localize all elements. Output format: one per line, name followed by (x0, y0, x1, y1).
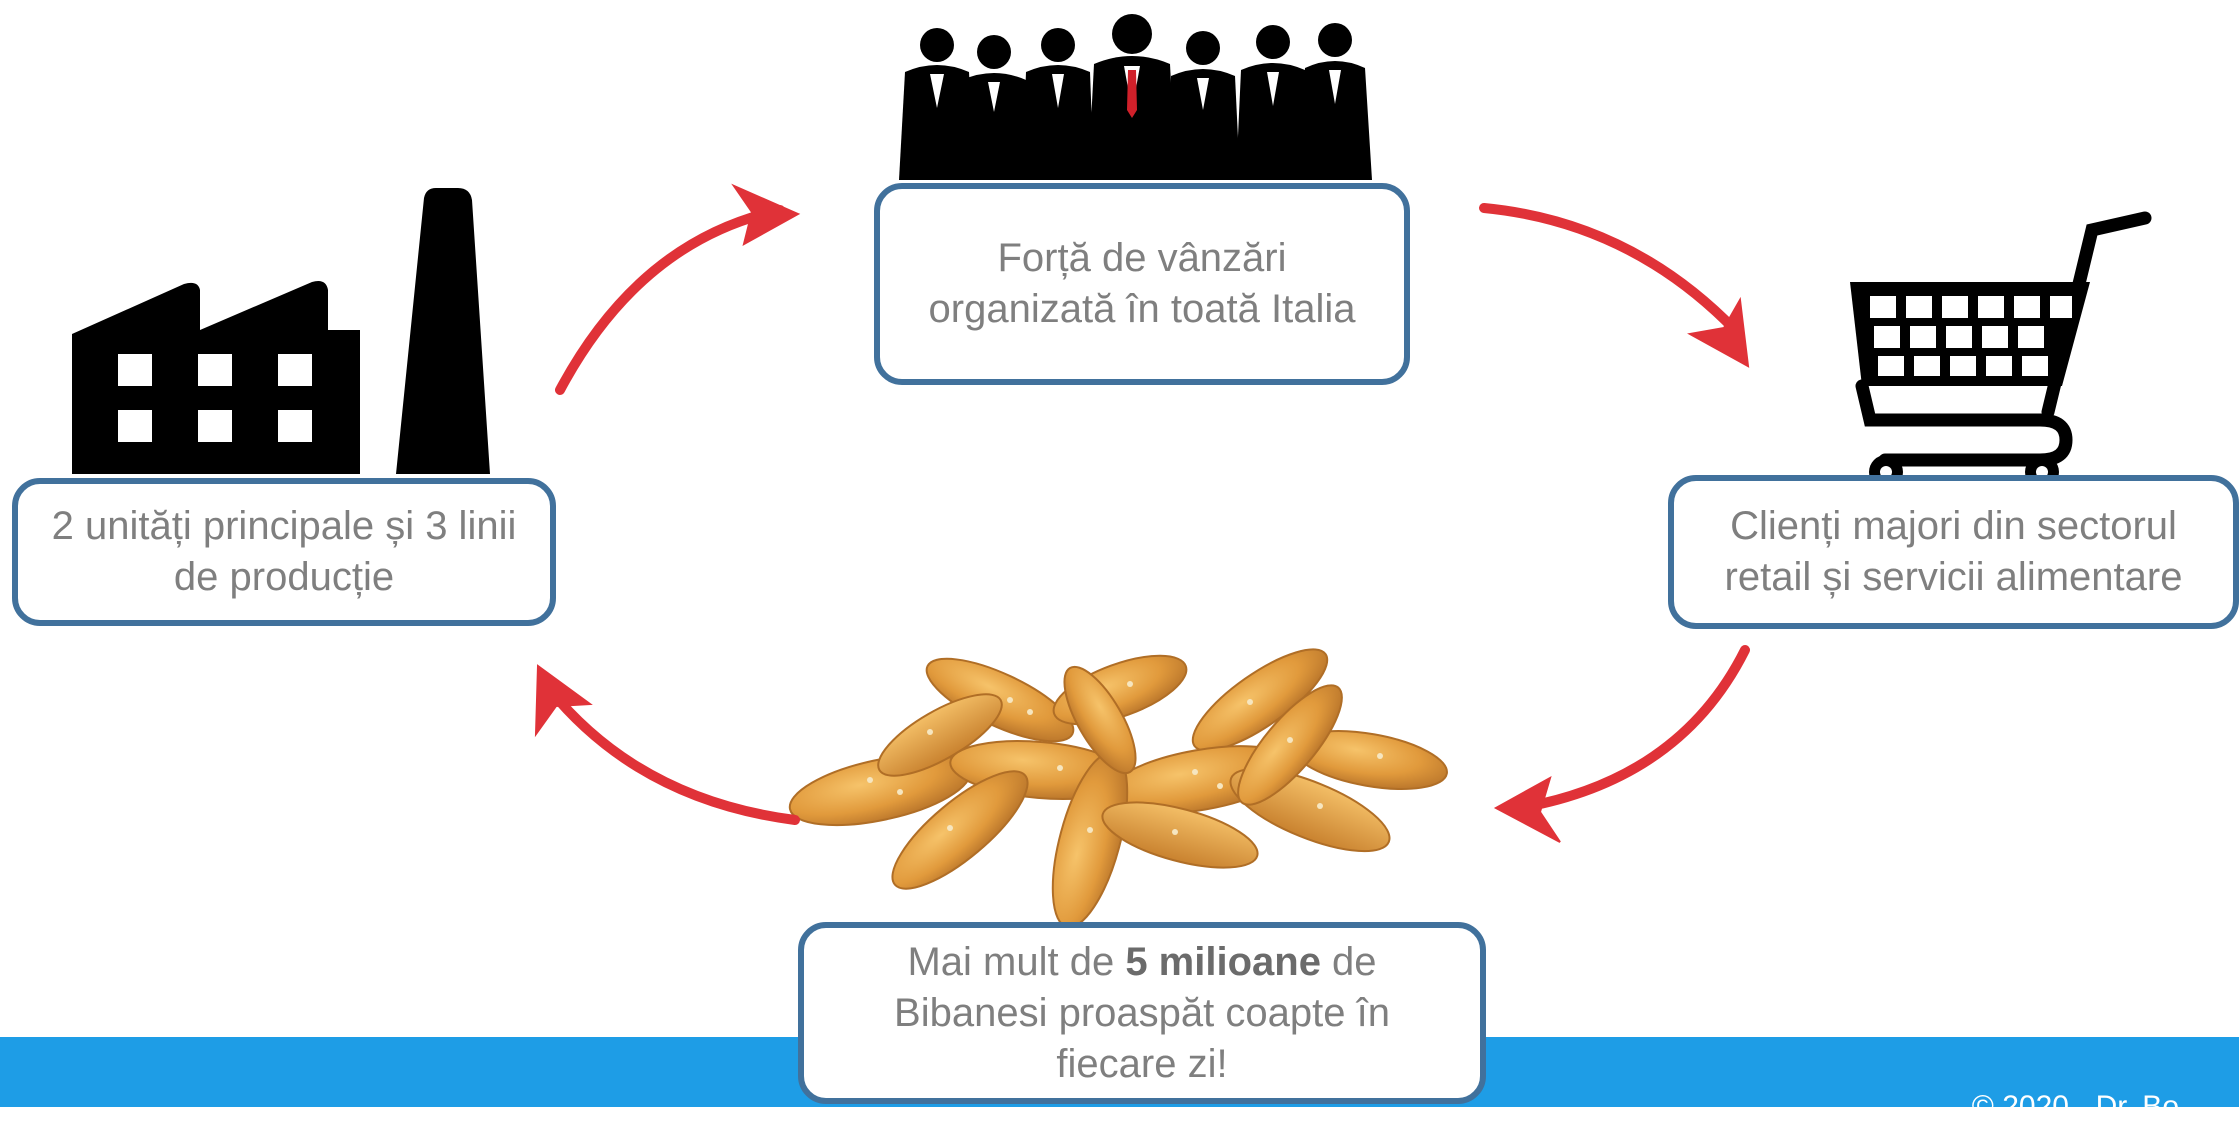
breadsticks-image (788, 648, 1448, 929)
output-box: Mai mult de 5 milioane de Bibanesi proas… (798, 922, 1486, 1104)
cycle-arrows (534, 183, 1750, 843)
arrow-production-to-sales (555, 205, 785, 395)
factory-windows (118, 354, 312, 442)
arrow-head-3 (1493, 775, 1561, 843)
shopping-cart-icon (1850, 211, 2152, 489)
customers-label: Clienți majori din sectorul retail și se… (1724, 504, 2183, 599)
arrow-output-to-production (545, 685, 800, 825)
arrow-head-1 (731, 183, 801, 246)
production-box: 2 unități principale și 3 linii de produ… (12, 478, 556, 626)
sales-force-box: Forță de vânzări organizată în toată Ita… (874, 183, 1410, 385)
sales-force-label: Forță de vânzări organizată în toată Ita… (928, 236, 1356, 331)
production-label: 2 unități principale și 3 linii de produ… (51, 504, 517, 599)
arrow-sales-to-customers (1479, 203, 1740, 335)
business-people-icon (899, 14, 1372, 180)
output-prefix: Mai mult de (907, 939, 1126, 984)
shirt-details (930, 66, 1341, 118)
output-suffix: de Bibanesi proaspăt coapte în fiecare z… (894, 939, 1390, 1086)
output-label: Mai mult de 5 milioane de Bibanesi proas… (832, 937, 1452, 1090)
output-highlight: 5 milioane (1125, 939, 1321, 984)
sesame-seeds (867, 681, 1383, 835)
arrow-head-2 (1687, 296, 1750, 368)
arrow-customers-to-output (1515, 645, 1750, 813)
arrow-head-4 (534, 664, 593, 738)
factory-icon (72, 188, 490, 474)
customers-box: Clienți majori din sectorul retail și se… (1668, 475, 2239, 629)
